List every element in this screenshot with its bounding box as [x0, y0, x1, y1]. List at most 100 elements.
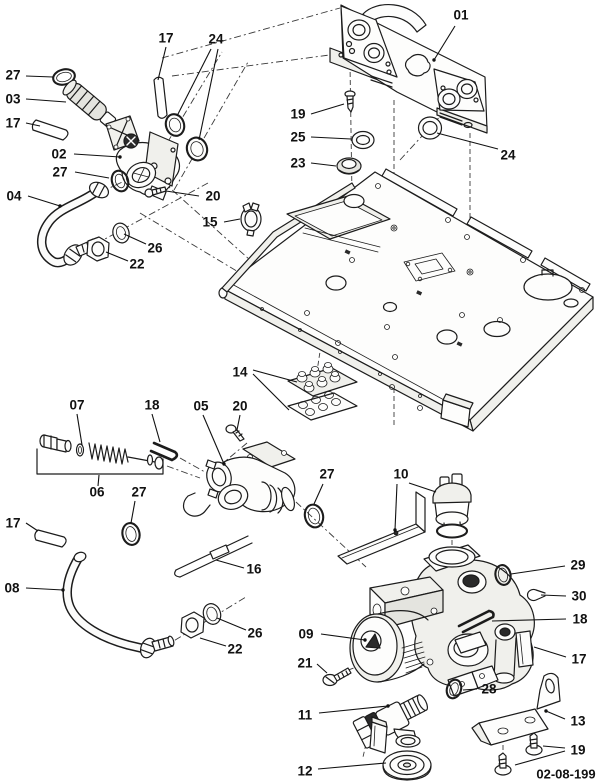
callout-29-31: 29 — [510, 558, 586, 575]
callout-09-35: 09 — [298, 627, 367, 642]
part-label-21: 21 — [297, 656, 313, 671]
part-label-27: 27 — [319, 467, 334, 482]
part-label-27: 27 — [131, 485, 146, 500]
leader-dot — [222, 462, 226, 466]
barb-connector-03-drawing — [62, 79, 117, 128]
callout-19-9: 19 — [290, 103, 345, 122]
leader-dot — [386, 704, 390, 708]
clip-17-left-drawing — [31, 119, 69, 141]
leader-line — [436, 132, 499, 150]
callout-16-26: 16 — [215, 559, 262, 577]
part-label-22: 22 — [129, 257, 144, 272]
part-label-08: 08 — [4, 581, 20, 596]
part-label-09: 09 — [298, 627, 313, 642]
leader-line — [151, 413, 161, 443]
part-label-18: 18 — [572, 612, 588, 627]
part-label-06: 06 — [89, 485, 105, 500]
part-label-17: 17 — [158, 31, 173, 46]
callout-28-37: 28 — [462, 682, 497, 697]
leader-line — [510, 565, 566, 575]
callout-06-22: 06 — [89, 474, 105, 500]
part-label-16: 16 — [246, 562, 262, 577]
leader-line — [198, 48, 219, 141]
leader-line — [545, 710, 566, 720]
callout-08-25: 08 — [4, 581, 65, 596]
callout-13-39: 13 — [544, 709, 586, 729]
ring-24-right-drawing — [417, 116, 443, 140]
leader-line — [394, 483, 398, 531]
leader-line — [25, 587, 64, 591]
leader-line — [25, 75, 54, 78]
part-label-26: 26 — [147, 241, 163, 256]
nut-22-lower-drawing — [180, 611, 205, 639]
part-label-17: 17 — [571, 652, 586, 667]
leader-line — [97, 474, 100, 487]
valve-05-drawing — [182, 441, 296, 517]
part-label-27: 27 — [52, 165, 67, 180]
part-01-panel-drawing — [329, 4, 488, 134]
ring-26-upper-drawing — [112, 222, 130, 244]
ring-25-drawing — [351, 130, 375, 150]
leader-line — [252, 369, 298, 383]
callout-22-16: 22 — [105, 251, 145, 272]
callout-05-20: 05 — [193, 399, 226, 466]
oring-27-top-drawing — [52, 68, 76, 86]
leader-line — [316, 663, 328, 674]
leader-line — [491, 618, 567, 622]
part-label-17: 17 — [5, 516, 20, 531]
callout-26-27: 26 — [216, 617, 263, 641]
screw-20-mid-drawing — [225, 424, 245, 442]
leader-line — [408, 482, 437, 493]
clip-17-pump-drawing — [515, 630, 534, 668]
callout-27-29: 27 — [313, 467, 335, 505]
oring-28-drawing — [445, 678, 463, 700]
part-label-10: 10 — [393, 467, 408, 482]
part-label-22: 22 — [227, 642, 242, 657]
part-label-04: 04 — [6, 189, 22, 204]
base-plate-drawing — [218, 168, 594, 432]
part-label-24: 24 — [500, 148, 516, 163]
oring-27-mid-drawing — [121, 522, 141, 546]
callout-24-7: 24 — [176, 32, 224, 141]
leader-dot — [432, 58, 436, 62]
leader-line — [540, 594, 567, 597]
leader-line — [433, 25, 456, 61]
callout-12-41: 12 — [297, 762, 387, 779]
callout-24-12: 24 — [436, 132, 516, 163]
callout-27-23: 27 — [130, 485, 147, 524]
part-label-25: 25 — [290, 130, 306, 145]
part-label-05: 05 — [193, 399, 209, 414]
leader-dot — [61, 588, 65, 592]
leader-dot — [118, 155, 122, 159]
callout-17-24: 17 — [5, 516, 39, 532]
cotter-pin-16-drawing — [174, 535, 253, 578]
part-label-12: 12 — [297, 764, 312, 779]
leader-line — [176, 48, 212, 117]
manifold-14-drawing — [287, 362, 358, 421]
leader-dot — [363, 638, 367, 642]
leader-dot — [544, 709, 548, 713]
leader-dot — [58, 204, 62, 208]
hose-04-drawing — [37, 181, 110, 268]
part-label-18: 18 — [144, 398, 160, 413]
oring-29-drawing — [494, 564, 512, 586]
part-label-01: 01 — [453, 8, 469, 23]
screw-20-upper-drawing — [144, 186, 167, 198]
part-label-03: 03 — [5, 92, 21, 107]
pipe-08-drawing — [62, 551, 175, 659]
oring-27-pump-drawing — [303, 503, 325, 529]
part-label-20: 20 — [232, 399, 247, 414]
callout-19-40: 19 — [514, 743, 586, 766]
callout-26-15: 26 — [123, 233, 163, 256]
callout-10-30: 10 — [393, 467, 437, 532]
leader-line — [130, 500, 136, 524]
leader-line — [215, 559, 245, 569]
callout-02-3: 02 — [51, 147, 122, 162]
screws-19-bottom-drawing — [494, 732, 543, 776]
document-code: 02-08-199 — [536, 767, 595, 782]
screw-19-top-drawing — [344, 90, 356, 113]
part-label-15: 15 — [202, 215, 218, 230]
callout-14-17: 14 — [232, 365, 298, 411]
part-label-30: 30 — [571, 589, 586, 604]
